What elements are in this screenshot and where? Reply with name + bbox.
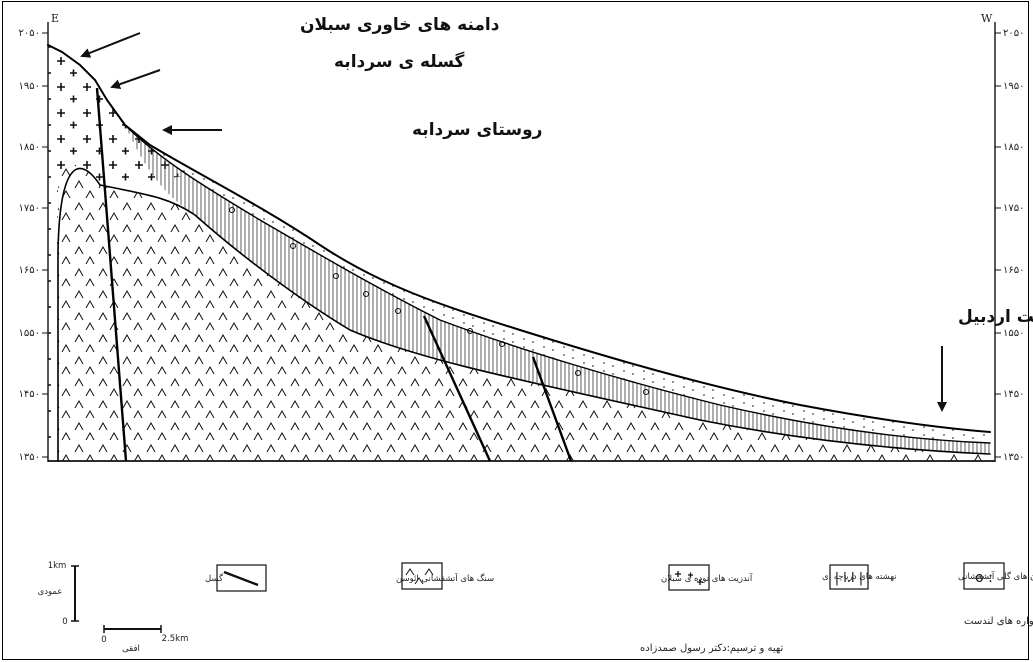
legend-eocene-pattern bbox=[405, 568, 434, 585]
tick-right-2050: ۲۰۵۰ bbox=[1003, 28, 1024, 39]
tick-left-1850: ۱۸۵۰ bbox=[19, 142, 40, 153]
tick-left-2050: ۲۰۵۰ bbox=[19, 28, 40, 39]
ardabil-plain-label: دشت اردبیل bbox=[958, 307, 1033, 327]
legend-fault-label: گسل bbox=[205, 573, 224, 584]
legend-mudflow-label: جریان های گلی آتشفشانی bbox=[958, 570, 1033, 582]
base-map-sources: نقشه ی پایه:نقشه های ۱:۱۰۰۰۰۰و۱:۲۵۰۰۰۰ار… bbox=[964, 614, 1033, 627]
legend-fault-line bbox=[223, 570, 259, 587]
tick-left-1950: ۱۹۵۰ bbox=[19, 81, 40, 92]
mudflow-pebbles bbox=[229, 207, 649, 395]
tick-right-1450: ۱۴۵۰ bbox=[1003, 389, 1024, 400]
vertical-scale-label: 1km bbox=[48, 561, 67, 571]
tick-right-1950: ۱۹۵۰ bbox=[1003, 81, 1024, 92]
eastern-slopes-arrow bbox=[80, 32, 141, 58]
tick-right-1650: ۱۶۵۰ bbox=[1003, 265, 1024, 276]
sardabeh-fault-label: گسله ی سردابه bbox=[334, 51, 465, 72]
west-label: W bbox=[981, 12, 993, 25]
tick-left-1650: ۱۶۵۰ bbox=[19, 265, 40, 276]
legend-mudflow-swatch bbox=[963, 562, 1005, 590]
horizontal-axis-name: افقی bbox=[122, 644, 140, 654]
tick-right-1850: ۱۸۵۰ bbox=[1003, 142, 1024, 153]
vertical-axis-name: عمودی bbox=[38, 587, 63, 597]
tick-right-1550: ۱۵۵۰ bbox=[1003, 328, 1024, 339]
horizontal-scale-label: 2.5km bbox=[162, 634, 189, 644]
legend-andesite-label: آندزیت های توده ی سبلان bbox=[661, 572, 753, 584]
legend-eocene-swatch bbox=[401, 562, 443, 590]
legend: o : جریان های گلی آتشفشانی | i.l | نهشته… bbox=[205, 562, 1033, 592]
sardabeh-village-label: روستای سردابه bbox=[412, 120, 542, 140]
tick-left-1550: ۱۵۵۰ bbox=[19, 328, 40, 339]
eocene-volcanics-unit bbox=[58, 164, 990, 461]
legend-lake-swatch bbox=[829, 564, 869, 590]
legend-lake-label: نهشته های دریاچه ای bbox=[822, 572, 897, 582]
sardabeh-fault-arrow bbox=[110, 69, 161, 90]
tick-left-1450: ۱۴۵۰ bbox=[19, 389, 40, 400]
legend-mudflow-symbol: o : bbox=[975, 570, 993, 586]
author-credit: تهیه و ترسیم:دکتر رسول صمدزاده bbox=[640, 643, 783, 654]
east-label: E bbox=[51, 12, 59, 25]
horizontal-scale-zero: 0 bbox=[101, 635, 106, 645]
legend-andesite-swatch bbox=[668, 564, 710, 591]
tick-left-1750: ۱۷۵۰ bbox=[19, 203, 40, 214]
legend-andesite-pattern bbox=[675, 571, 703, 585]
vertical-scale-zero: 0 bbox=[62, 617, 67, 627]
tick-right-1350: ۱۳۵۰ bbox=[1003, 452, 1024, 463]
eastern-slopes-label: دامنه های خاوری سبلان bbox=[300, 15, 500, 35]
legend-eocene-label: سنگ های آتشفشانی ائوسن bbox=[396, 572, 494, 584]
contact-lines bbox=[47, 44, 991, 462]
scale-bar: 1km عمودی 0 0 2.5km افقی bbox=[38, 561, 189, 654]
tick-left-1350: ۱۳۵۰ bbox=[19, 452, 40, 463]
tick-right-1750: ۱۷۵۰ bbox=[1003, 203, 1024, 214]
fault-lines bbox=[95, 87, 573, 462]
y-ticks bbox=[42, 32, 1001, 458]
legend-lake-symbol: | i.l | bbox=[835, 571, 863, 586]
